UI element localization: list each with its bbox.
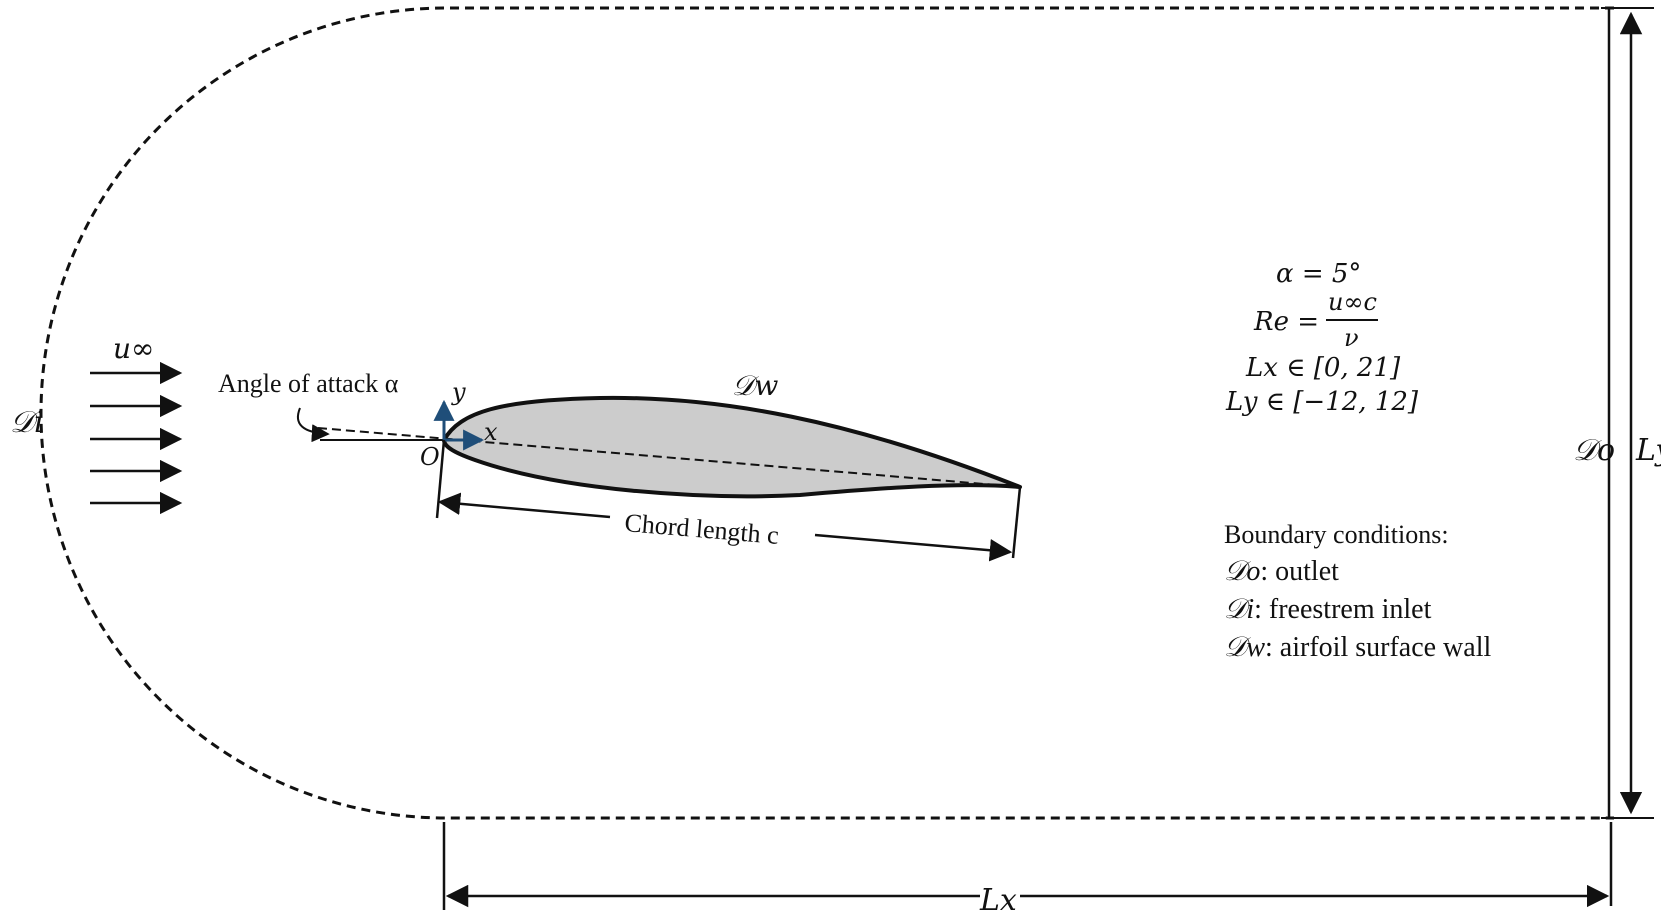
airfoil-shape: [442, 395, 1022, 499]
lx-label: Lx: [979, 883, 1017, 918]
boundary-description: : airfoil surface wall: [1265, 632, 1491, 663]
axis-x-label: x: [484, 418, 498, 446]
chord-length-label: Chord length c: [623, 508, 779, 550]
ly-range-param: Ly ∈ [−12, 12]: [1225, 387, 1419, 417]
boundary-symbol: 𝒟i: [1224, 594, 1254, 625]
origin-label: O: [420, 443, 440, 471]
angle-pointer-arrow: [297, 407, 330, 443]
chord-line: [317, 427, 1021, 488]
boundary-item-wall: 𝒟w: airfoil surface wall: [1224, 632, 1491, 663]
freestream-arrows: [90, 361, 183, 515]
reynolds-numerator: u∞c: [1328, 288, 1377, 316]
boundary-description: : freestrem inlet: [1254, 594, 1431, 625]
chord-dimension-arrow-right: [814, 533, 1013, 562]
domain-inlet-boundary: [39, 6, 1614, 820]
reynolds-lhs: Re =: [1253, 307, 1319, 337]
ly-label: Ly: [1635, 433, 1661, 468]
axis-y-label: y: [451, 378, 466, 406]
u-inf-label: u∞: [113, 332, 154, 365]
boundary-description: : outlet: [1260, 556, 1339, 587]
chord-dimension-arrow-left: [437, 492, 611, 519]
lx-range-param: Lx ∈ [0, 21]: [1245, 353, 1401, 383]
boundary-item-outlet: 𝒟o: outlet: [1224, 556, 1339, 587]
boundary-symbol: 𝒟w: [1224, 632, 1265, 663]
alpha-param: α = 5°: [1276, 259, 1361, 289]
inlet-label: 𝒟i: [10, 405, 44, 440]
angle-of-attack-label: Angle of attack α: [218, 369, 399, 398]
boundary-conditions-block: Boundary conditions: 𝒟o: outlet 𝒟i: free…: [1224, 520, 1491, 663]
reynolds-denominator: ν: [1344, 324, 1359, 352]
wall-label: 𝒟w: [732, 369, 778, 402]
chord-tick-right: [1011, 486, 1022, 559]
boundary-item-inlet: 𝒟i: freestrem inlet: [1224, 594, 1432, 625]
parameters-block: α = 5° Re = u∞c ν Lx ∈ [0, 21] Ly ∈ [−12…: [1225, 259, 1419, 417]
boundary-symbol: 𝒟o: [1224, 556, 1260, 587]
boundary-heading: Boundary conditions:: [1224, 520, 1449, 549]
outlet-label: 𝒟o: [1573, 433, 1615, 468]
